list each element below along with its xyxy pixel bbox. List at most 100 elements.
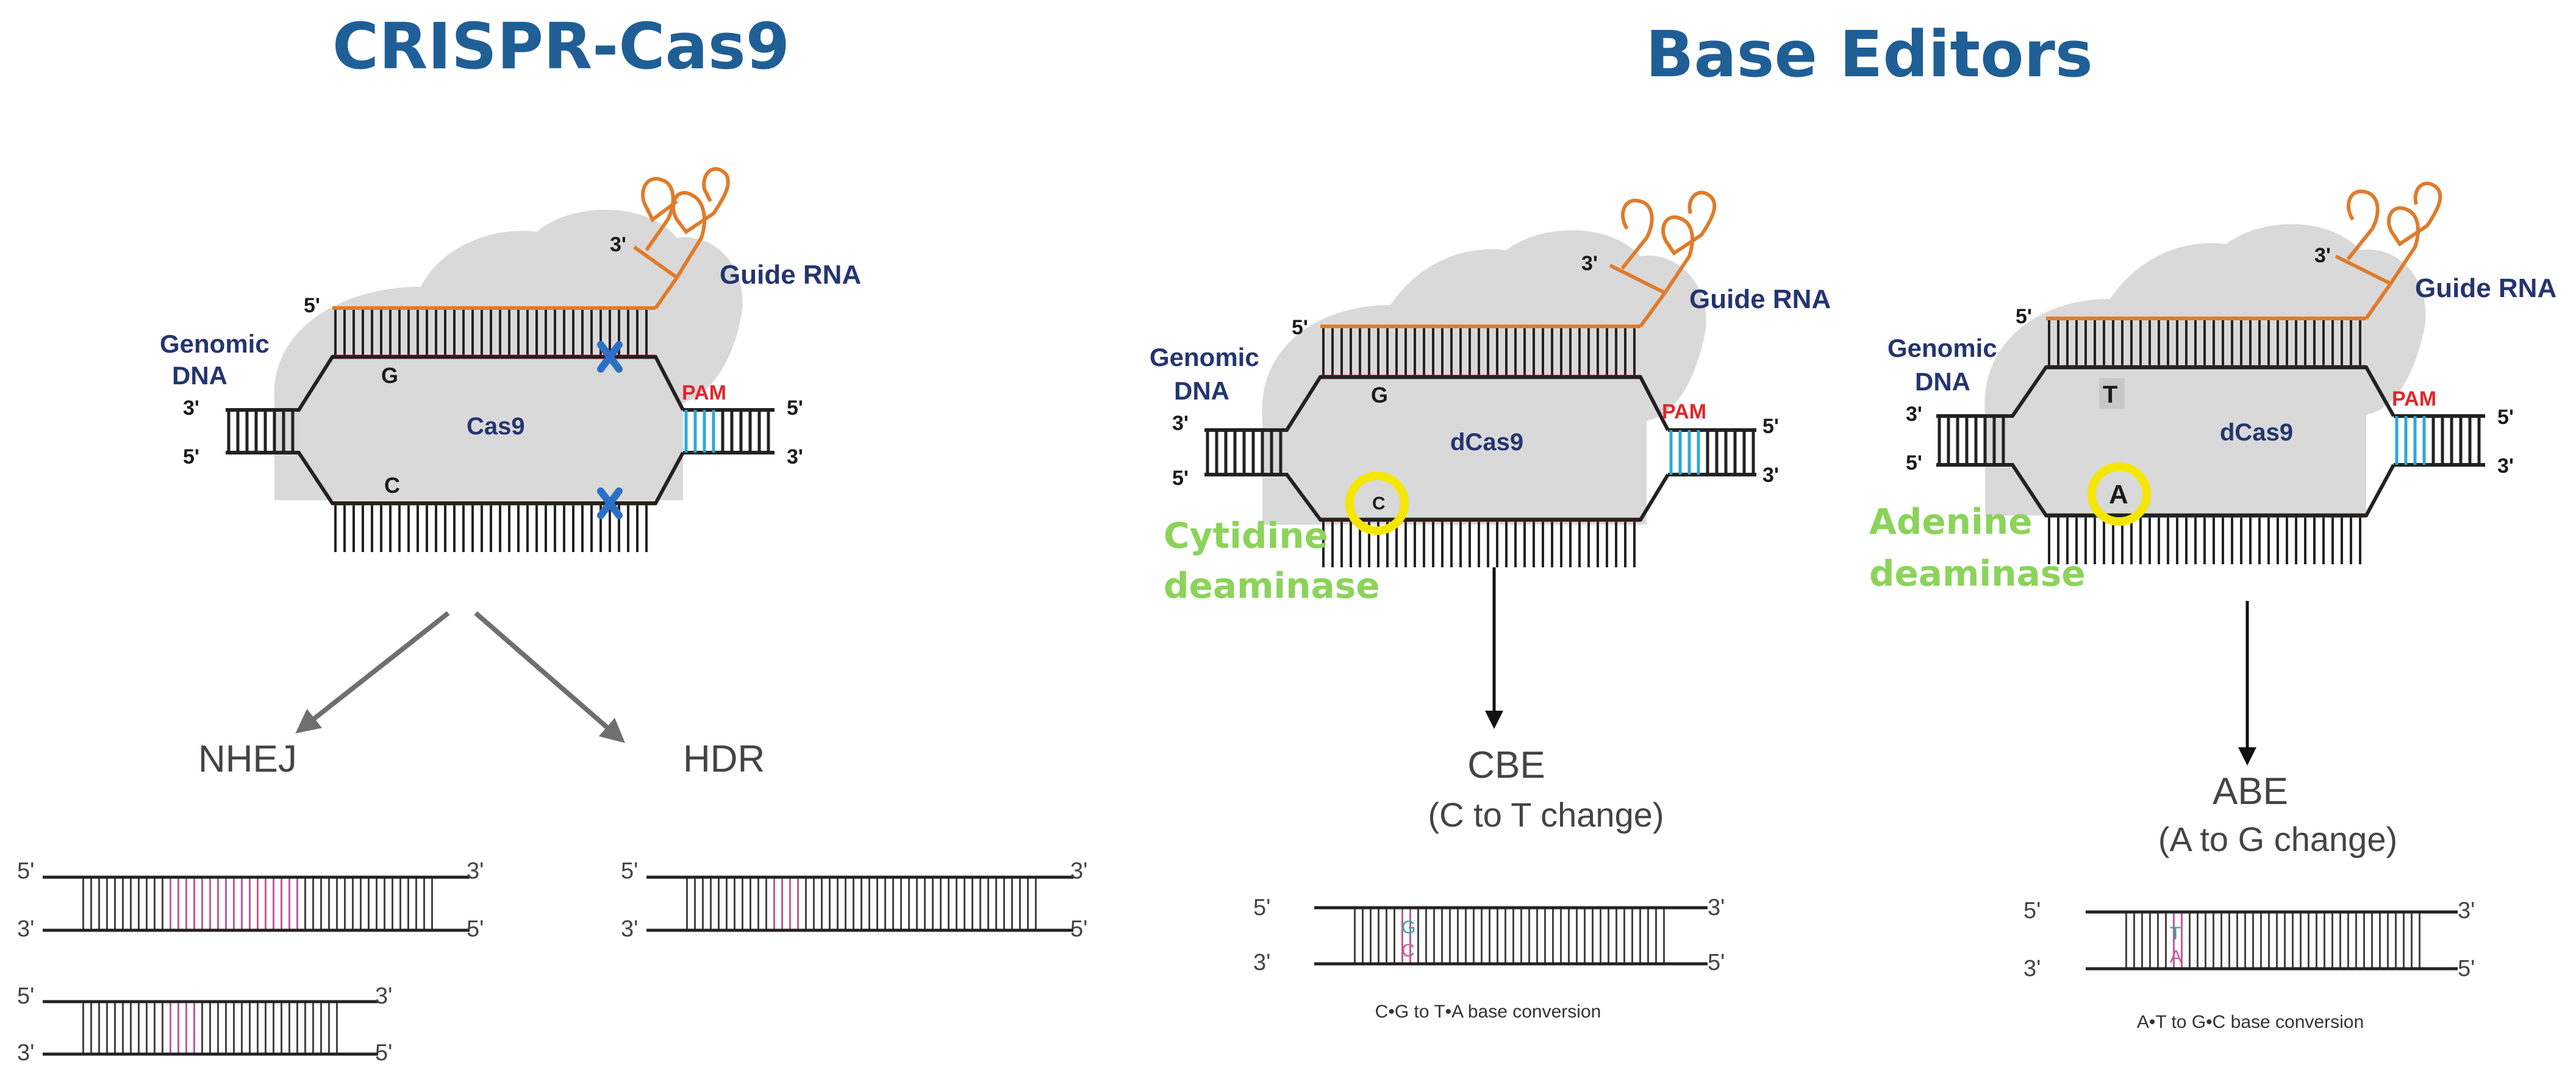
cbe-top-5prime: 5' [1292, 316, 1308, 339]
nick-x-bottom [597, 487, 623, 519]
cbe-pam-label: PAM [1662, 400, 1706, 423]
abe-base-t: T [2103, 381, 2117, 408]
base-g-label: G [381, 363, 398, 388]
abe-protein-shape [1984, 224, 2426, 515]
nhej1-right-top: 3' [467, 858, 484, 884]
cbe-change-label: (C to T change) [1428, 795, 1664, 834]
abe-guide-rna-label: Guide RNA [2415, 273, 2556, 303]
nhej2-left-bot: 3' [17, 1040, 34, 1066]
left-3prime-label: 3' [183, 397, 199, 420]
cbe-left-5prime: 5' [1172, 467, 1189, 490]
cbe-edit-top-base: G [1401, 917, 1415, 938]
base-editors-title: Base Editors [1645, 17, 2093, 92]
rna-3prime-label: 3' [610, 233, 626, 256]
abe-change-label: (A to G change) [2158, 820, 2397, 858]
cbe-target-highlight [1345, 472, 1409, 535]
right-3prime-label: 3' [787, 445, 803, 468]
nhej1-right-bot: 5' [467, 916, 484, 942]
cbe-base-g: G [1371, 382, 1388, 407]
hdr-left-bot: 3' [621, 916, 638, 942]
abe-base-a: A [2109, 479, 2128, 509]
abe-guide-rna-hairpin [2346, 181, 2442, 320]
nhej-product-1: 5' 3' 3' 5' [17, 858, 484, 942]
cbe-right-5prime: 5' [1762, 415, 1779, 438]
cas9-label: Cas9 [467, 413, 525, 440]
cbe-product: 5' 3' 3' 5' G C C•G to T•A base conversi… [1253, 895, 1725, 1022]
cbe-conversion-label: C•G to T•A base conversion [1375, 1002, 1601, 1022]
genomic-label: Genomic [160, 329, 270, 358]
nhej1-left-top: 5' [17, 858, 34, 884]
abe-left-5prime: 5' [1906, 451, 1922, 475]
pam-label: PAM [682, 381, 726, 404]
cbe-guide-tail [1609, 264, 1666, 295]
dna-label: DNA [172, 361, 227, 390]
right-dna-duplex [683, 408, 775, 454]
guide-rna-hairpin [641, 167, 730, 309]
abe-pam-label: PAM [2392, 387, 2436, 411]
cbe-rna-3prime: 3' [1581, 252, 1598, 275]
cbe-dcas9-label: dCas9 [1450, 429, 1523, 456]
abe-target-highlight [2088, 462, 2151, 526]
left-5prime-label: 5' [183, 445, 199, 468]
top-strand-rungs [334, 308, 648, 357]
cbe-complex: 3' Guide RNA 5' Genomic DNA G C dCas9 PA… [1150, 190, 1831, 606]
abe-top-5prime: 5' [2016, 305, 2032, 328]
hdr-right-bot: 5' [1070, 916, 1087, 942]
cbe-edit-bot-base: C [1401, 941, 1415, 961]
abe-prod-left-top: 5' [2023, 898, 2041, 924]
cbe-guide-rna-hairpin [1620, 190, 1717, 328]
hdr-arrow [474, 611, 626, 744]
cbe-dna-label: DNA [1174, 376, 1229, 405]
left-dna-duplex [226, 408, 299, 454]
nhej-product-2: 5' 3' 3' 5' [17, 983, 392, 1066]
abe-dcas9-label: dCas9 [2220, 419, 2293, 446]
cbe-genomic-label: Genomic [1150, 343, 1259, 372]
hdr-label: HDR [683, 738, 765, 780]
nhej-arrow [295, 611, 450, 734]
cbe-prod-left-bot: 3' [1253, 950, 1270, 975]
hdr-left-top: 5' [621, 858, 638, 884]
crispr-cas9-title: CRISPR-Cas9 [332, 9, 790, 84]
nhej-label: NHEJ [198, 738, 297, 780]
cytidine-deaminase-label: deaminase [1164, 565, 1380, 606]
abe-guide-tail [2334, 254, 2392, 285]
guide-rna-label: Guide RNA [720, 260, 861, 290]
base-c-label: C [384, 473, 400, 498]
abe-dna-label: DNA [1915, 367, 1970, 396]
hdr-right-top: 3' [1070, 858, 1087, 884]
abe-genomic-label: Genomic [1887, 334, 1997, 362]
cbe-base-c: C [1372, 494, 1386, 514]
abe-complex: 3' Guide RNA 5' Genomic DNA T A dCas9 PA… [1869, 181, 2556, 594]
adenine-deaminase-label: deaminase [1869, 553, 2086, 594]
guide-rna-tail [633, 245, 678, 279]
abe-prod-right-top: 3' [2458, 898, 2475, 924]
hdr-product: 5' 3' 3' 5' [621, 858, 1087, 942]
cbe-prod-right-bot: 5' [1708, 950, 1725, 975]
cbe-left-3prime: 3' [1172, 412, 1189, 435]
abe-left-3prime: 3' [1906, 403, 1922, 426]
abe-rna-3prime: 3' [2314, 244, 2331, 267]
abe-edit-top-base: T [2170, 924, 2181, 944]
bottom-strand-rungs [334, 503, 648, 552]
abe-product: 5' 3' 3' 5' T A A•T to G•C base conversi… [2023, 898, 2475, 1032]
nhej2-right-bot: 5' [375, 1040, 392, 1066]
nhej2-left-top: 5' [17, 983, 34, 1009]
cbe-prod-left-top: 5' [1253, 895, 1270, 921]
cbe-editor-label: CBE [1467, 744, 1545, 786]
nick-x-top [597, 341, 623, 373]
cbe-right-3prime: 3' [1762, 464, 1779, 487]
abe-right-5prime: 5' [2497, 406, 2514, 429]
adenine-label: Adenine [1869, 501, 2033, 542]
nhej1-left-bot: 3' [17, 916, 34, 942]
nhej2-right-top: 3' [375, 983, 392, 1009]
abe-editor-label: ABE [2213, 770, 2288, 813]
abe-prod-left-bot: 3' [2023, 956, 2041, 982]
cbe-prod-right-top: 3' [1708, 895, 1725, 921]
top-5prime-label: 5' [304, 294, 320, 317]
abe-t-base-box [2099, 378, 2125, 409]
cytidine-label: Cytidine [1164, 515, 1328, 556]
right-5prime-label: 5' [787, 397, 803, 420]
cbe-guide-rna-label: Guide RNA [1689, 284, 1831, 314]
abe-prod-right-bot: 5' [2458, 956, 2475, 982]
